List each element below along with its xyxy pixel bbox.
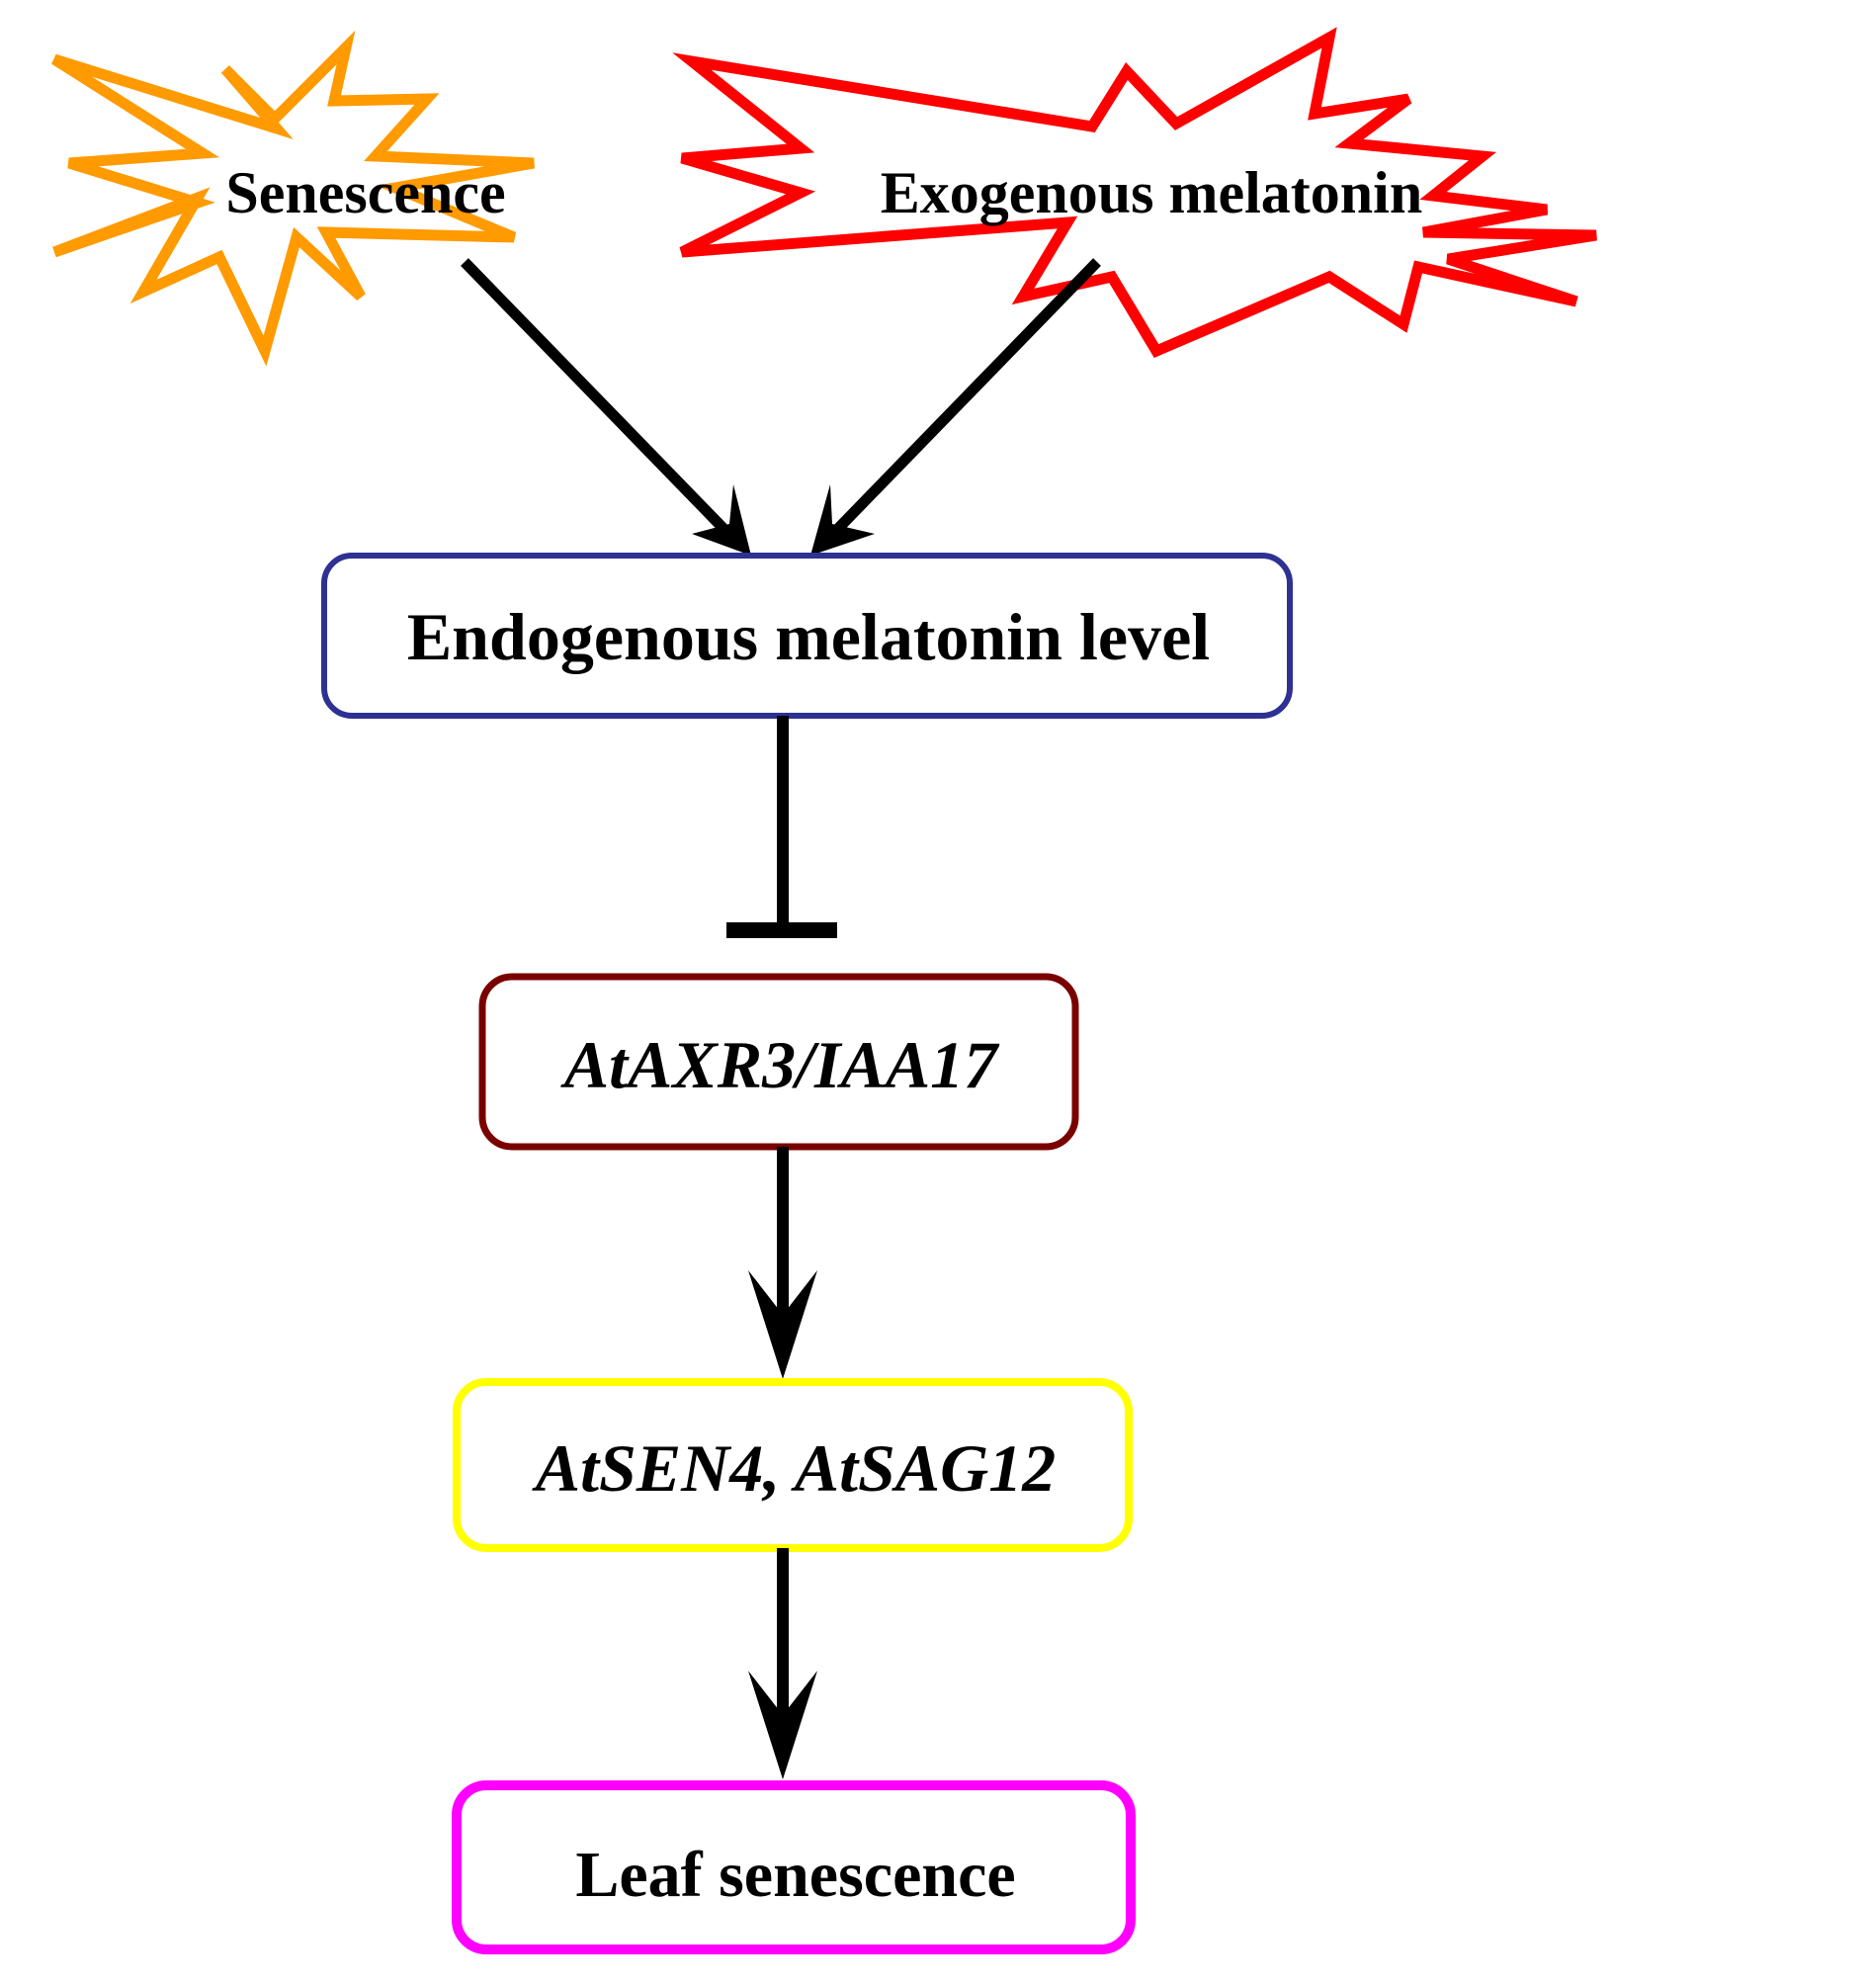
leaf-senescence-node: Leaf senescence — [452, 1780, 1136, 1954]
exogenous-melatonin-label: Exogenous melatonin — [881, 160, 1422, 225]
exogenous-melatonin-node: Exogenous melatonin — [672, 27, 1597, 358]
arrow-sen4-to-leaf — [748, 1548, 817, 1779]
senescence-starburst — [51, 30, 535, 367]
sen4-sag12-label: AtSEN4, AtSAG12 — [532, 1430, 1057, 1506]
sen4-sag12-node: AtSEN4, AtSAG12 — [453, 1378, 1133, 1552]
endogenous-label: Endogenous melatonin level — [407, 599, 1210, 674]
leaf-senescence-label: Leaf senescence — [575, 1839, 1015, 1911]
arrow-senescence-to-endogenous — [461, 258, 751, 556]
inhibition-bar-icon — [726, 922, 837, 938]
arrow-axr3-to-sen4 — [748, 1147, 817, 1379]
endogenous-box — [321, 553, 1293, 719]
exogenous-starburst — [672, 27, 1597, 358]
leaf-senescence-box — [452, 1780, 1136, 1954]
arrowhead-icon — [748, 1270, 817, 1379]
arrowhead-icon — [748, 1671, 817, 1779]
arrow-exogenous-to-endogenous — [810, 258, 1101, 556]
axr3-label: AtAXR3/IAA17 — [560, 1027, 1000, 1102]
sen4-sag12-box — [453, 1378, 1133, 1552]
arrowhead-icon — [810, 484, 875, 556]
senescence-node: Senescence — [51, 30, 535, 367]
arrowhead-icon — [692, 484, 751, 556]
axr3-node: AtAXR3/IAA17 — [478, 973, 1079, 1151]
senescence-label: Senescence — [225, 160, 505, 225]
inhibition-endogenous-to-axr3 — [726, 716, 837, 938]
endogenous-melatonin-node: Endogenous melatonin level — [321, 553, 1293, 719]
